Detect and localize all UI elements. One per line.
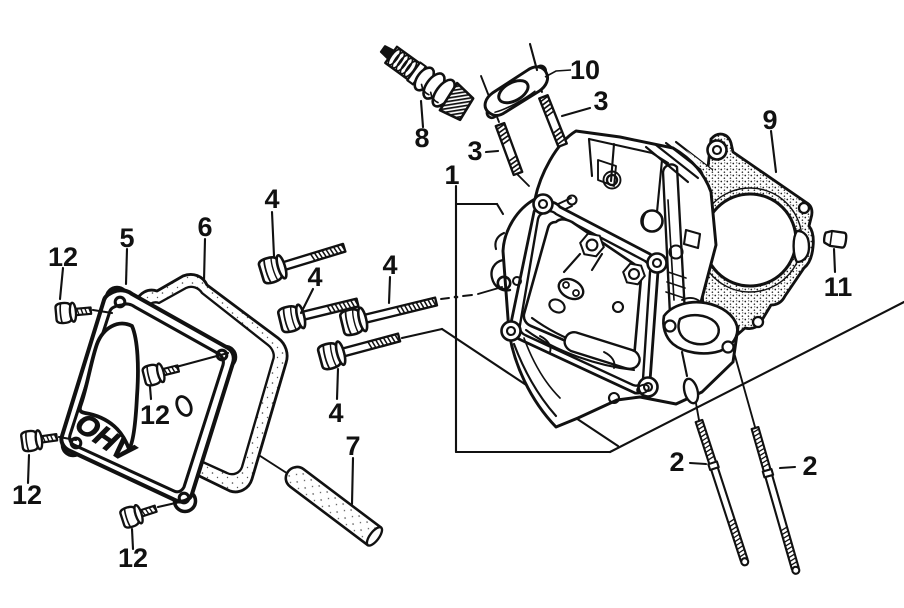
- svg-text:2: 2: [669, 447, 684, 477]
- svg-text:12: 12: [118, 543, 148, 573]
- svg-text:1: 1: [444, 160, 459, 190]
- svg-text:4: 4: [264, 184, 279, 214]
- svg-text:12: 12: [48, 242, 78, 272]
- svg-text:10: 10: [570, 55, 600, 85]
- svg-text:7: 7: [345, 431, 360, 461]
- svg-text:3: 3: [593, 86, 608, 116]
- svg-text:4: 4: [382, 250, 397, 280]
- svg-text:3: 3: [467, 136, 482, 166]
- svg-text:12: 12: [140, 400, 170, 430]
- svg-text:6: 6: [197, 212, 212, 242]
- svg-text:4: 4: [307, 262, 322, 292]
- svg-text:12: 12: [12, 480, 42, 510]
- svg-text:4: 4: [328, 398, 343, 428]
- svg-text:9: 9: [762, 105, 777, 135]
- svg-text:5: 5: [119, 223, 134, 253]
- svg-text:8: 8: [414, 123, 429, 153]
- svg-text:11: 11: [824, 272, 853, 302]
- svg-text:2: 2: [802, 451, 817, 481]
